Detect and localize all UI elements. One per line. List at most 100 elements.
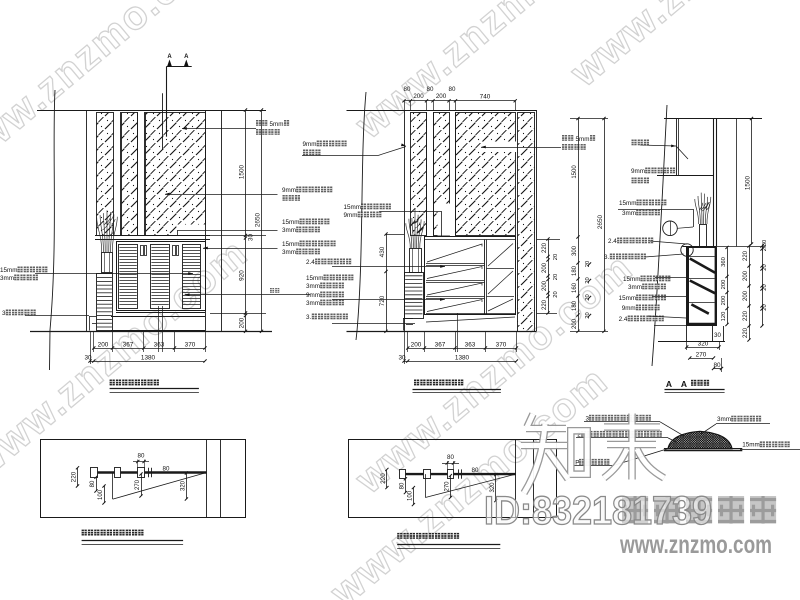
svg-text:15mm: 15mm <box>344 204 362 211</box>
svg-text:200: 200 <box>542 280 548 291</box>
svg-text:20: 20 <box>762 245 768 251</box>
svg-text:200: 200 <box>411 341 422 348</box>
svg-text:320: 320 <box>181 480 187 491</box>
svg-text:200: 200 <box>572 318 578 329</box>
svg-text:200: 200 <box>413 93 424 100</box>
svg-text:20: 20 <box>585 294 591 300</box>
svg-text:A: A <box>167 54 172 60</box>
svg-text:30: 30 <box>714 332 721 339</box>
svg-text:80: 80 <box>427 86 434 93</box>
svg-text:15mm: 15mm <box>619 200 637 207</box>
svg-text:3mm: 3mm <box>282 227 296 234</box>
svg-text:270: 270 <box>696 351 707 358</box>
svg-text:2: 2 <box>577 432 581 439</box>
svg-text:920: 920 <box>239 270 246 281</box>
svg-text:2650: 2650 <box>255 212 262 227</box>
svg-text:160: 160 <box>572 282 578 293</box>
svg-text:30: 30 <box>398 354 406 361</box>
svg-text:360: 360 <box>721 257 727 267</box>
svg-text:3mm: 3mm <box>282 249 296 256</box>
svg-text:80: 80 <box>90 480 96 487</box>
svg-text:20: 20 <box>553 274 559 280</box>
svg-text:180: 180 <box>572 265 578 276</box>
svg-text:120: 120 <box>721 312 727 322</box>
svg-text:220: 220 <box>743 327 749 338</box>
svg-text:30: 30 <box>84 354 92 361</box>
svg-text:2.4: 2.4 <box>608 238 617 245</box>
svg-text:320: 320 <box>490 482 496 493</box>
svg-text:2.4: 2.4 <box>619 316 628 323</box>
svg-text:200: 200 <box>542 262 548 273</box>
svg-text:220: 220 <box>542 299 548 310</box>
svg-text:363: 363 <box>154 341 165 348</box>
svg-text:20: 20 <box>585 312 591 318</box>
svg-text:www.znzmo.com: www.znzmo.com <box>619 531 772 559</box>
svg-text:15mm: 15mm <box>623 276 641 283</box>
svg-text:220: 220 <box>743 250 749 261</box>
svg-text:15mm: 15mm <box>306 275 324 282</box>
svg-text:80: 80 <box>447 454 454 461</box>
svg-text:A: A <box>666 379 672 389</box>
svg-text:180: 180 <box>572 300 578 311</box>
svg-text:320: 320 <box>698 340 709 347</box>
svg-text:15mm: 15mm <box>282 241 300 248</box>
svg-text:370: 370 <box>185 341 196 348</box>
svg-text:200: 200 <box>239 317 246 328</box>
svg-text:200: 200 <box>98 341 109 348</box>
svg-text:30: 30 <box>762 240 768 246</box>
svg-text:3mm: 3mm <box>717 416 731 423</box>
svg-text:430: 430 <box>379 246 386 257</box>
svg-text:1500: 1500 <box>745 175 752 190</box>
svg-text:3mm: 3mm <box>0 275 14 282</box>
svg-text:200: 200 <box>721 296 727 306</box>
svg-text:200: 200 <box>436 93 447 100</box>
svg-text:5mm: 5mm <box>270 121 284 128</box>
svg-text:3: 3 <box>2 310 6 317</box>
svg-text:220: 220 <box>743 310 749 321</box>
svg-text:20: 20 <box>762 284 768 290</box>
svg-text:9mm: 9mm <box>631 168 645 175</box>
svg-text:A: A <box>184 54 189 60</box>
svg-text:80: 80 <box>404 86 411 93</box>
svg-text:20: 20 <box>762 264 768 270</box>
svg-text:A: A <box>681 379 687 389</box>
svg-text:220: 220 <box>380 473 387 484</box>
svg-text:9mm: 9mm <box>344 212 358 219</box>
svg-text:3mm: 3mm <box>306 283 320 290</box>
svg-text:15mm: 15mm <box>619 295 637 302</box>
svg-text:3mm: 3mm <box>306 300 320 307</box>
svg-text:363: 363 <box>465 341 476 348</box>
svg-text:80: 80 <box>138 453 145 460</box>
svg-text:20: 20 <box>585 261 591 267</box>
svg-text:80: 80 <box>472 467 479 474</box>
svg-text:367: 367 <box>435 341 446 348</box>
svg-text:200: 200 <box>743 270 749 281</box>
svg-text:220: 220 <box>542 242 548 253</box>
svg-text:20: 20 <box>762 304 768 310</box>
svg-text:80: 80 <box>713 362 721 369</box>
svg-text:367: 367 <box>123 341 134 348</box>
svg-text:1380: 1380 <box>455 354 470 361</box>
svg-text:80: 80 <box>400 482 406 489</box>
svg-text:9mm: 9mm <box>303 141 317 148</box>
svg-text:9mm: 9mm <box>282 187 296 194</box>
svg-text:ID:832181739: ID:832181739 <box>484 489 712 533</box>
svg-text:3mm: 3mm <box>622 210 636 217</box>
svg-text:1500: 1500 <box>239 164 246 179</box>
svg-text:3mm: 3mm <box>628 284 642 291</box>
svg-text:80: 80 <box>449 86 456 93</box>
svg-text:2650: 2650 <box>597 214 604 229</box>
svg-text:220: 220 <box>71 471 78 482</box>
svg-text:20: 20 <box>553 254 559 260</box>
svg-text:720: 720 <box>379 295 386 306</box>
svg-text:100: 100 <box>408 490 414 501</box>
svg-text:200: 200 <box>721 280 727 290</box>
svg-text:9mm: 9mm <box>306 292 320 299</box>
svg-text:300: 300 <box>572 245 578 256</box>
svg-text:15mm: 15mm <box>282 219 300 226</box>
svg-text:15mm: 15mm <box>742 442 760 449</box>
svg-text:20: 20 <box>585 277 591 283</box>
svg-text:P: P <box>575 460 579 467</box>
svg-text:740: 740 <box>480 94 491 101</box>
svg-text:200: 200 <box>743 290 749 301</box>
